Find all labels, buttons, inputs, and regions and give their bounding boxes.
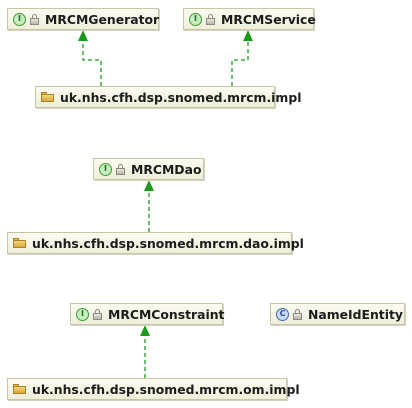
node-label: MRCMConstraint — [108, 306, 225, 322]
interface-icon: I — [189, 12, 202, 26]
mrcm-dao-node[interactable]: I MRCMDao — [93, 158, 204, 180]
impl-to-generator-edge — [82, 40, 102, 86]
class-icon: C — [276, 307, 289, 321]
node-label: NameIdEntity — [308, 306, 403, 322]
lock-icon — [30, 13, 39, 25]
arrowhead — [78, 30, 88, 41]
impl-to-service-edge — [231, 40, 249, 86]
arrowhead — [243, 30, 253, 41]
lock-icon — [93, 308, 102, 320]
arrowhead — [140, 325, 150, 336]
node-label: MRCMGenerator — [45, 11, 160, 27]
mrcm-dao-impl-package-node[interactable]: uk.nhs.cfh.dsp.snomed.mrcm.dao.impl — [7, 232, 304, 254]
package-icon — [13, 384, 26, 394]
mrcm-service-node[interactable]: I MRCMService — [183, 8, 316, 30]
package-icon — [41, 92, 54, 102]
package-icon — [13, 238, 26, 248]
interface-icon: I — [99, 162, 112, 176]
interface-icon: I — [76, 307, 89, 321]
node-label: uk.nhs.cfh.dsp.snomed.mrcm.impl — [60, 89, 302, 105]
node-label: uk.nhs.cfh.dsp.snomed.mrcm.om.impl — [32, 381, 300, 397]
mrcm-om-impl-package-node[interactable]: uk.nhs.cfh.dsp.snomed.mrcm.om.impl — [7, 378, 300, 400]
lock-icon — [293, 308, 302, 320]
node-label: uk.nhs.cfh.dsp.snomed.mrcm.dao.impl — [32, 235, 304, 251]
interface-icon: I — [13, 12, 26, 26]
lock-icon — [206, 13, 215, 25]
mrcm-impl-package-node[interactable]: uk.nhs.cfh.dsp.snomed.mrcm.impl — [35, 86, 301, 108]
lock-icon — [116, 163, 125, 175]
mrcm-generator-node[interactable]: I MRCMGenerator — [7, 8, 159, 30]
name-id-entity-node[interactable]: C NameIdEntity — [270, 303, 405, 325]
mrcm-constraint-node[interactable]: I MRCMConstraint — [70, 303, 225, 325]
node-label: MRCMDao — [131, 161, 202, 177]
node-label: MRCMService — [221, 11, 316, 27]
arrowhead — [144, 180, 154, 191]
